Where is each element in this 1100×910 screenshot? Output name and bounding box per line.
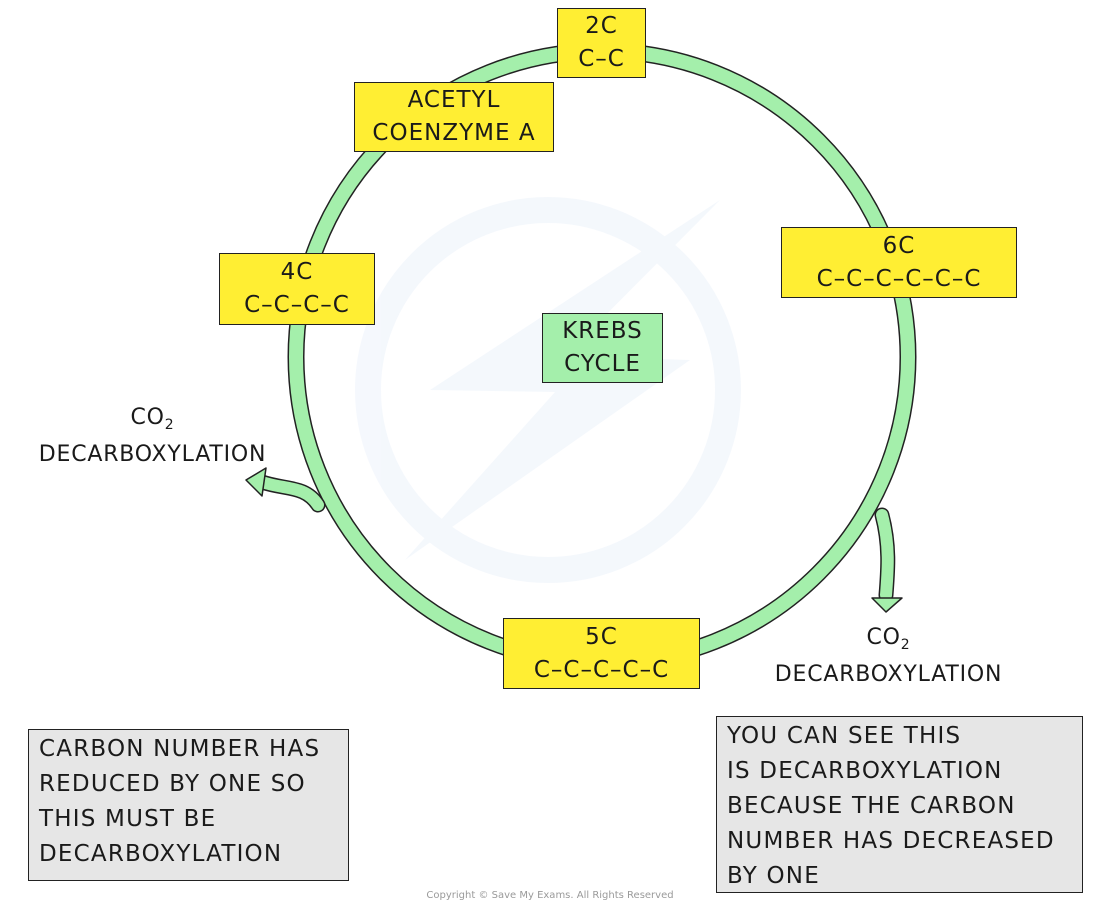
left-note-box: CARBON NUMBER HAS REDUCED BY ONE SO THIS…: [28, 729, 349, 881]
right-decarboxylation-arrow: [871, 507, 903, 613]
stage-2c-box: 2C C–C: [557, 8, 646, 78]
left-decarboxylation-arrow: [245, 467, 326, 513]
stage-6c-count: 6C: [882, 232, 916, 259]
stage-2c-count: 2C: [585, 13, 618, 39]
left-note-line: CARBON NUMBER HAS: [39, 736, 321, 762]
center-line-1: KREBS: [562, 318, 643, 344]
right-co2-formula: CO2: [866, 625, 911, 653]
krebs-cycle-center-box: KREBS CYCLE: [542, 313, 663, 383]
left-co2-formula: CO2: [130, 405, 175, 433]
stage-6c-box: 6C C–C–C–C–C–C: [781, 227, 1017, 298]
left-note-line: THIS MUST BE: [39, 806, 217, 832]
left-decarboxylation-label: CO2 DECARBOXYLATION: [20, 403, 285, 470]
stage-4c-chain: C–C–C–C: [244, 292, 350, 318]
stage-5c-chain: C–C–C–C–C: [533, 656, 670, 683]
stage-5c-box: 5C C–C–C–C–C: [503, 618, 700, 689]
center-line-2: CYCLE: [564, 351, 641, 377]
left-note-line: DECARBOXYLATION: [39, 841, 283, 867]
copyright-text: Copyright © Save My Exams. All Rights Re…: [426, 890, 674, 901]
stage-4c-box: 4C C–C–C–C: [219, 253, 375, 325]
left-decarboxylation-text: DECARBOXYLATION: [38, 442, 267, 467]
stage-4c-count: 4C: [280, 259, 314, 285]
left-note-line: REDUCED BY ONE SO: [39, 771, 306, 797]
stage-5c-count: 5C: [585, 623, 618, 650]
right-decarboxylation-label: CO2 DECARBOXYLATION: [756, 623, 1021, 690]
watermark-logo: [355, 197, 741, 583]
right-note-line: BECAUSE THE CARBON: [727, 793, 1016, 819]
acetyl-line-2: COENZYME A: [372, 120, 536, 146]
right-note-box: YOU CAN SEE THIS IS DECARBOXYLATION BECA…: [716, 716, 1083, 893]
right-decarboxylation-text: DECARBOXYLATION: [774, 662, 1003, 687]
right-note-line: BY ONE: [727, 863, 820, 889]
acetyl-coenzyme-a-box: ACETYL COENZYME A: [354, 82, 554, 152]
right-note-line: IS DECARBOXYLATION: [727, 758, 1003, 784]
stage-2c-chain: C–C: [578, 46, 625, 72]
right-note-line: YOU CAN SEE THIS: [727, 723, 962, 749]
right-note-line: NUMBER HAS DECREASED: [727, 828, 1055, 854]
stage-6c-chain: C–C–C–C–C–C: [816, 265, 982, 292]
acetyl-line-1: ACETYL: [407, 87, 501, 113]
